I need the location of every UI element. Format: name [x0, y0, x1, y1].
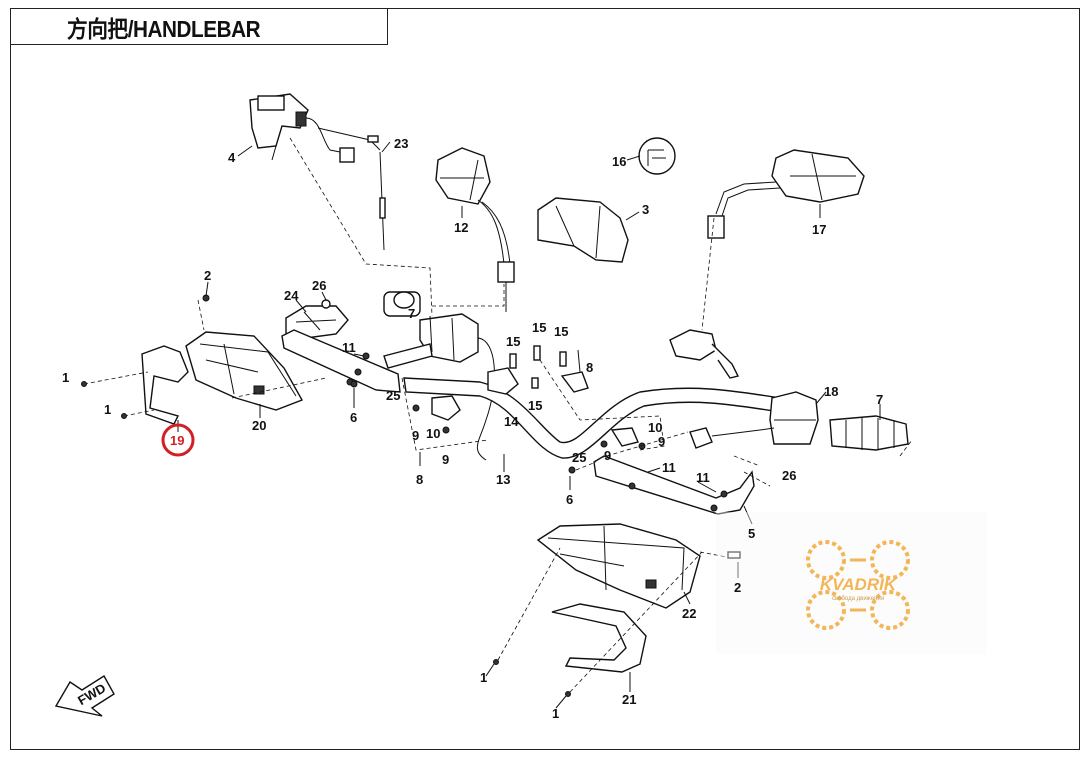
- page-title: 方向把/HANDLEBAR: [67, 15, 261, 42]
- part-16-cap: [638, 137, 676, 175]
- part-20-left-handguard: [185, 331, 304, 411]
- callout-11: 11: [342, 340, 356, 355]
- part-23-cable: [317, 127, 386, 251]
- callout-4: 4: [228, 150, 236, 165]
- screws: [81, 294, 741, 697]
- callout-25: 25: [572, 450, 586, 465]
- callout-15: 15: [532, 320, 546, 335]
- callout-21: 21: [622, 692, 636, 707]
- callout-25: 25: [386, 388, 400, 403]
- callout-9: 9: [658, 434, 665, 449]
- left-handguard-bar: [281, 329, 401, 393]
- part-18-switch: [689, 391, 819, 449]
- callout-6: 6: [350, 410, 357, 425]
- callout-26: 26: [312, 278, 326, 293]
- callout-24: 24: [284, 288, 299, 303]
- callout-22: 22: [682, 606, 696, 621]
- fasteners: [362, 345, 646, 450]
- part-14-clamp: [431, 367, 639, 447]
- part-19-wind-deflector: [141, 345, 189, 425]
- callout-17: 17: [812, 222, 826, 237]
- callout-10: 10: [648, 420, 662, 435]
- callout-3: 3: [642, 202, 649, 217]
- callout-14: 14: [504, 414, 519, 429]
- callout-1: 1: [104, 402, 111, 417]
- callout-11: 11: [662, 460, 676, 475]
- callout-15: 15: [554, 324, 568, 339]
- part-12-left-mirror: [435, 147, 515, 312]
- callout-9: 9: [442, 452, 449, 467]
- callout-12: 12: [454, 220, 468, 235]
- callout-2: 2: [734, 580, 741, 595]
- watermark-brand: KVADRIK: [820, 575, 898, 594]
- callout-16: 16: [612, 154, 626, 169]
- callout-6: 6: [566, 492, 573, 507]
- kvadrik-watermark: KVADRIK свобода движения: [716, 512, 986, 654]
- callout-20: 20: [252, 418, 266, 433]
- callout-2: 2: [204, 268, 211, 283]
- left-lever-assembly: [383, 291, 495, 461]
- part-22-right-handguard: [536, 523, 701, 609]
- callout-13: 13: [496, 472, 510, 487]
- drawing-frame: [10, 8, 1080, 750]
- watermark-tagline: свобода движения: [832, 596, 884, 602]
- callout-7: 7: [408, 306, 415, 321]
- part-17-right-mirror: [707, 149, 865, 239]
- callout-9: 9: [412, 428, 419, 443]
- assembly-guide-lines: [83, 137, 913, 693]
- callout-labels: 1 1 1 1 2 2 3 4 5 6 6 7 7 8 8 9 9 9 9 10…: [62, 136, 883, 721]
- part-3-cover: [537, 197, 629, 263]
- callout-15: 15: [506, 334, 520, 349]
- part-7-grip: [829, 415, 909, 451]
- part-13-handlebar: [403, 377, 781, 459]
- part-4-throttle-housing: [249, 93, 355, 163]
- callout-26: 26: [782, 468, 796, 483]
- callout-8: 8: [586, 360, 593, 375]
- highlight-circle: [161, 423, 195, 457]
- callout-11: 11: [696, 470, 710, 485]
- part-5-right-handguard-bar: [593, 455, 755, 515]
- title-block: 方向把/HANDLEBAR: [10, 8, 388, 45]
- callout-8: 8: [416, 472, 423, 487]
- part-24-bracket: [285, 299, 349, 339]
- part-21-wind-deflector: [551, 603, 647, 673]
- callout-23: 23: [394, 136, 408, 151]
- callout-1: 1: [480, 670, 487, 685]
- callout-7: 7: [876, 392, 883, 407]
- callout-9: 9: [604, 448, 611, 463]
- right-brake-lever: [669, 329, 740, 379]
- callout-18: 18: [824, 384, 838, 399]
- callout-1: 1: [552, 706, 559, 721]
- callout-5: 5: [748, 526, 755, 541]
- callout-1: 1: [62, 370, 69, 385]
- callout-19-highlighted: 19: [170, 433, 184, 448]
- leader-lines: [177, 141, 881, 709]
- callout-15: 15: [528, 398, 542, 413]
- callout-10: 10: [426, 426, 440, 441]
- fwd-direction-arrow: FWD: [54, 675, 115, 717]
